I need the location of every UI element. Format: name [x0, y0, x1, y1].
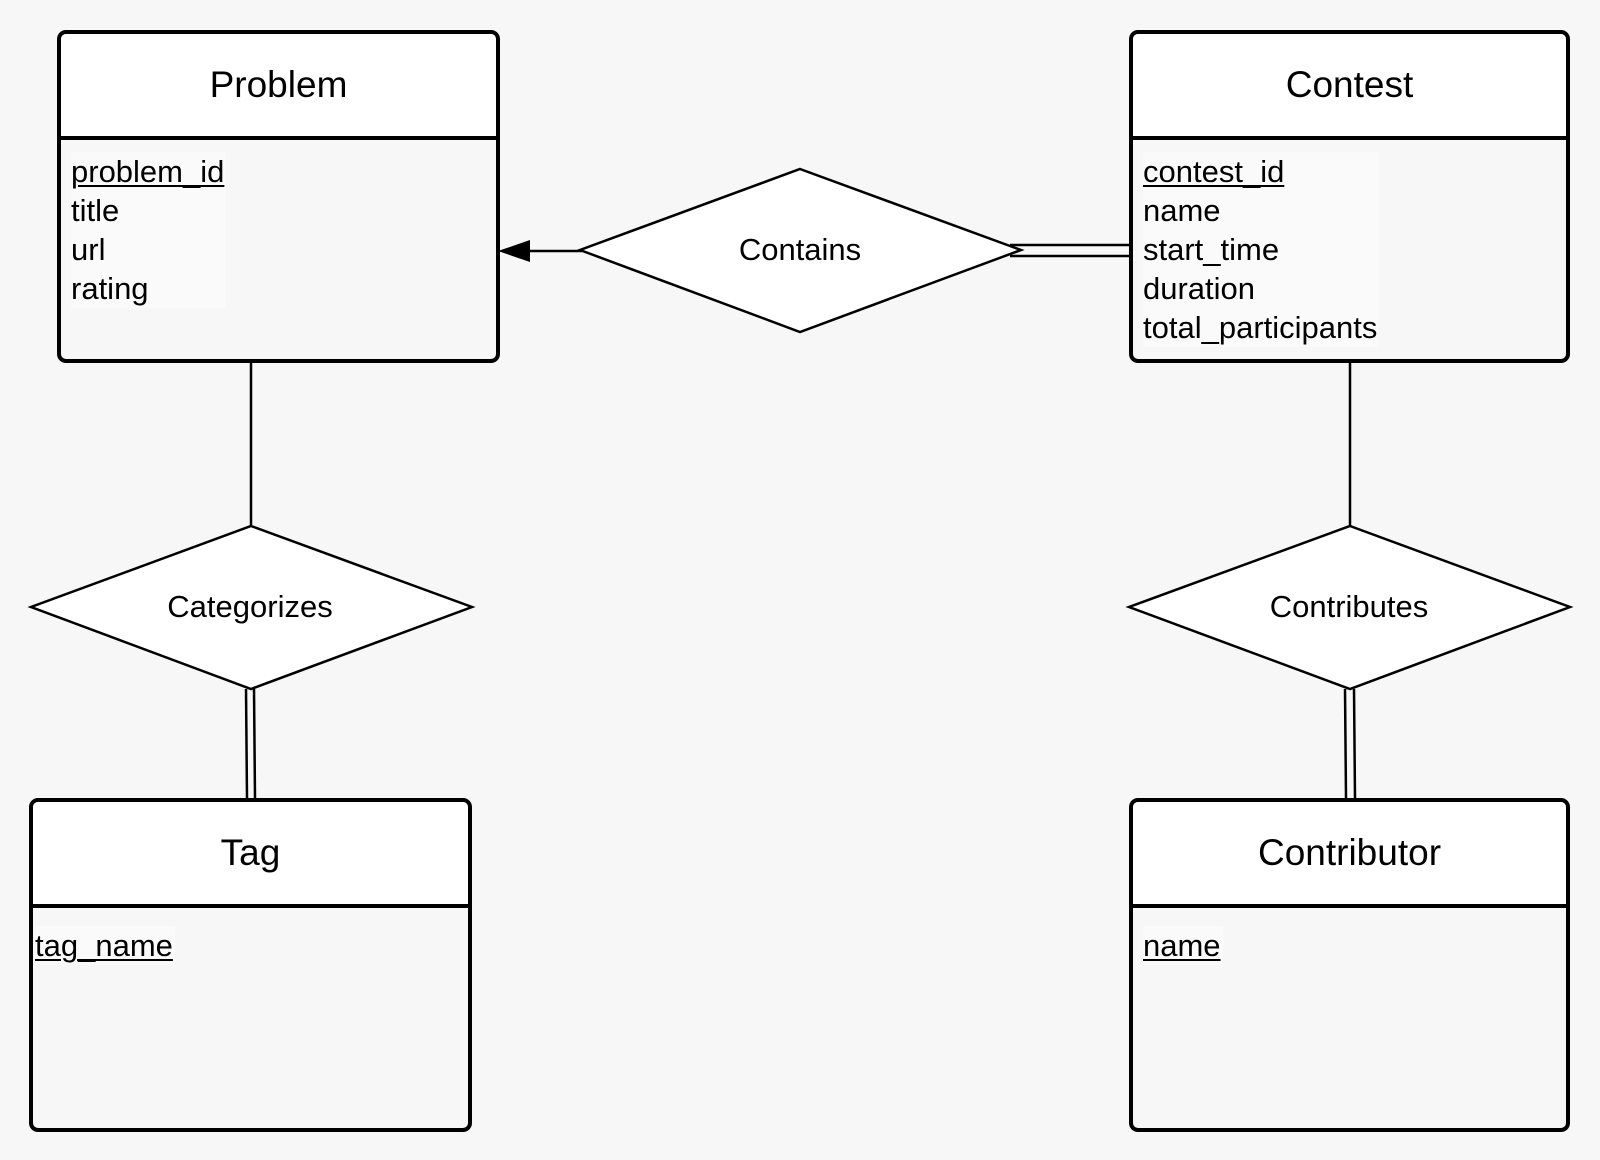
attribute-tag-name: tag_name	[35, 928, 173, 963]
entity-tag[interactable]: Tag tag_name	[29, 798, 472, 1132]
attribute-contributor-name: name	[1143, 928, 1221, 963]
attribute-title: title	[71, 193, 120, 228]
contains-label: Contains	[738, 232, 862, 267]
attribute-contest-id: contest_id	[1143, 154, 1285, 189]
contributes-label: Contributes	[1269, 589, 1429, 624]
attribute-start-time: start_time	[1143, 232, 1280, 267]
contributes-diamond	[1125, 524, 1574, 691]
categorizes-tag-line-2	[252, 688, 257, 799]
entity-contest-title: Contest	[1133, 34, 1566, 140]
entity-tag-attributes: tag_name	[35, 926, 175, 965]
contributes-contributor-line-1	[1343, 688, 1348, 799]
entity-contributor-title: Contributor	[1133, 802, 1566, 908]
attribute-name: name	[1143, 193, 1221, 228]
categorizes-label: Categorizes	[167, 589, 333, 624]
attribute-total-participants: total_participants	[1143, 310, 1378, 345]
entity-problem-title: Problem	[61, 34, 496, 140]
entity-contributor-attributes: name	[1143, 926, 1223, 965]
attribute-rating: rating	[71, 271, 149, 306]
contributes-contributor-line-2	[1352, 688, 1357, 799]
categorizes-tag-line-1	[244, 688, 249, 799]
entity-contest[interactable]: Contest contest_id name start_time durat…	[1129, 30, 1570, 363]
entity-contributor[interactable]: Contributor name	[1129, 798, 1570, 1132]
attribute-problem-id: problem_id	[71, 154, 225, 189]
entity-contest-attributes: contest_id name start_time duration tota…	[1143, 152, 1380, 347]
contains-problem-arrowhead	[498, 240, 530, 262]
categorizes-diamond	[27, 524, 476, 691]
attribute-url: url	[71, 232, 106, 267]
contains-diamond	[576, 167, 1025, 334]
entity-problem-attributes: problem_id title url rating	[71, 152, 227, 308]
entity-problem[interactable]: Problem problem_id title url rating	[57, 30, 500, 363]
attribute-duration: duration	[1143, 271, 1256, 306]
entity-tag-title: Tag	[33, 802, 468, 908]
